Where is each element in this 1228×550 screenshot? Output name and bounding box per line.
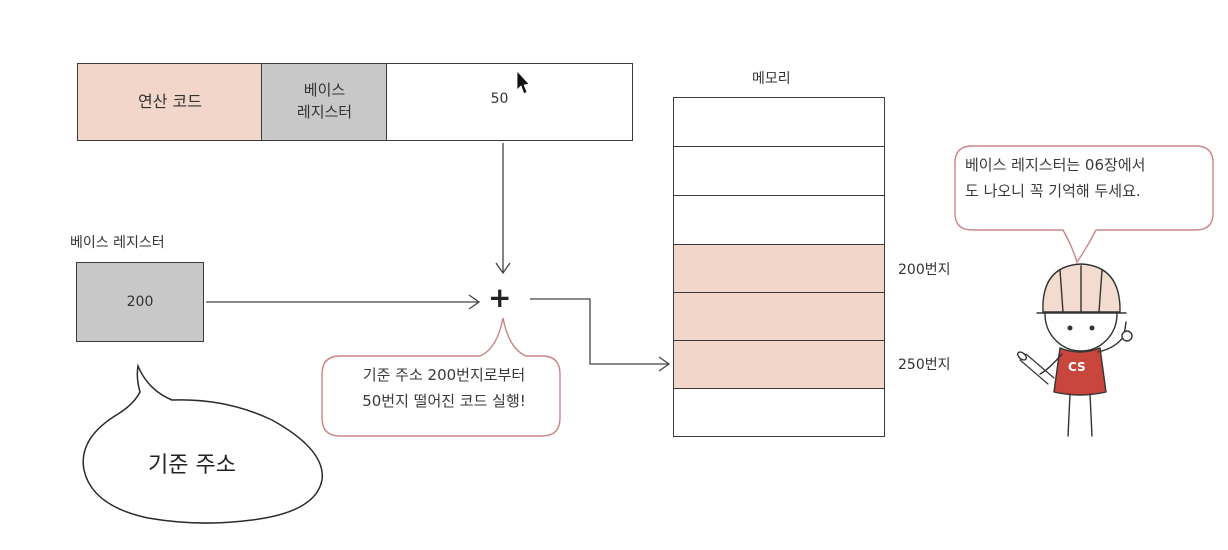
computation-callout-bubble <box>321 317 561 437</box>
base-register-value: 200 <box>126 293 154 310</box>
base-address-speech-bubble <box>82 363 323 524</box>
operand-field: 50 <box>386 63 633 141</box>
base-register-box: 200 <box>76 262 204 342</box>
arrowhead <box>495 262 511 275</box>
memory-cell-200 <box>674 244 884 388</box>
tip-callout-text: 베이스 레지스터는 06장에서 도 나오니 꼭 기억해 두세요. <box>965 152 1205 205</box>
arrowhead <box>658 356 671 372</box>
memory-divider <box>674 195 884 196</box>
opcode-label: 연산 코드 <box>138 92 202 112</box>
memory-title: 메모리 <box>752 71 791 87</box>
memory-divider <box>674 388 884 389</box>
mascot-icon <box>1017 263 1133 437</box>
tip-line1: 베이스 레지스터는 06장에서 <box>965 156 1146 174</box>
plus-to-memory-arrow <box>530 298 668 365</box>
memory-divider <box>674 340 884 341</box>
base-register-title: 베이스 레지스터 <box>70 235 165 251</box>
memory-divider <box>674 146 884 147</box>
base-register-field-label-line1: 베이스 <box>303 81 346 100</box>
operand-value: 50 <box>490 90 509 107</box>
opcode-field: 연산 코드 <box>77 63 263 141</box>
base-register-field-label-line2: 레지스터 <box>296 103 353 121</box>
tip-callout-bubble <box>954 145 1214 264</box>
tip-line2: 도 나오니 꼭 기억해 두세요. <box>965 182 1141 201</box>
arrowhead <box>468 294 481 310</box>
memory-divider <box>674 292 884 293</box>
memory-divider <box>674 244 884 245</box>
mouse-cursor-icon <box>516 69 530 95</box>
mascot-shirt-text: CS <box>1068 360 1086 374</box>
base-address-text: 기준 주소 <box>148 453 236 478</box>
plus-operator: + <box>488 281 512 314</box>
memory-label-250: 250번지 <box>898 357 951 373</box>
memory-block <box>673 97 885 437</box>
computation-line1: 기준 주소 200번지로부터 <box>362 366 526 384</box>
computation-line2: 50번지 떨어진 코드 실행! <box>362 392 526 411</box>
computation-callout-text: 기준 주소 200번지로부터 50번지 떨어진 코드 실행! <box>336 362 552 415</box>
base-register-field: 베이스 레지스터 <box>261 63 388 141</box>
memory-label-200: 200번지 <box>898 262 951 278</box>
